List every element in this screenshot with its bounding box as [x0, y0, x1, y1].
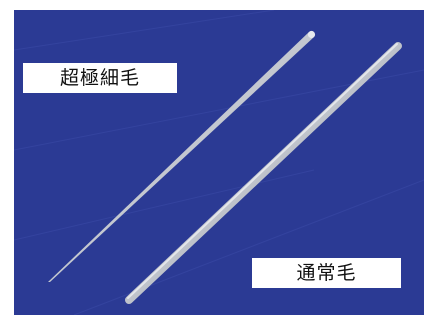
ultrafine-fiber — [48, 30, 316, 282]
label-regular: 通常毛 — [252, 258, 401, 288]
fibers-illustration — [14, 10, 424, 315]
blue-background-panel: 超極細毛 通常毛 — [14, 10, 424, 315]
label-ultrafine: 超極細毛 — [23, 63, 177, 93]
regular-fiber — [125, 42, 402, 304]
